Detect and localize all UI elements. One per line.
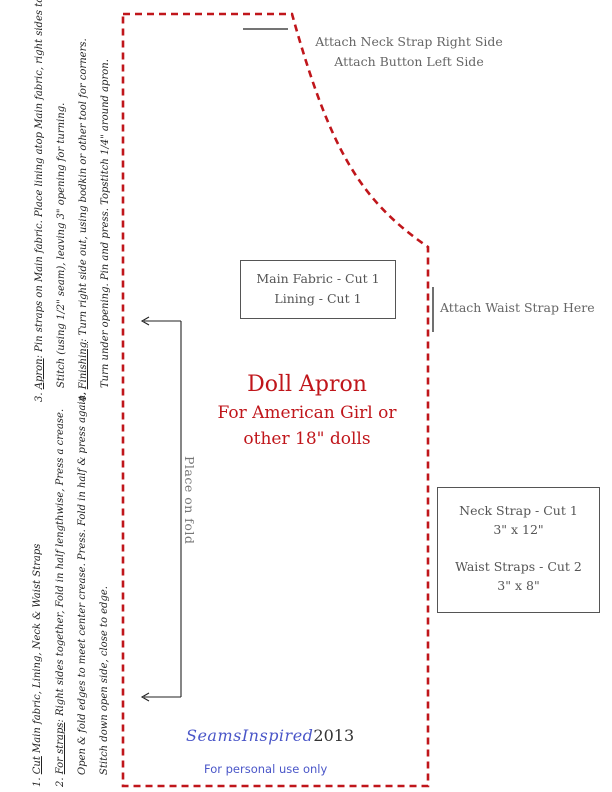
apron-subtitle-2: other 18" dolls [243,429,371,449]
apron-subtitle-1: For American Girl or [217,403,397,423]
step3-line2-text: Stitch (using 1/2" seam), leaving 3" ope… [56,102,67,388]
neck-note-line2: Attach Button Left Side [334,54,484,69]
fabric-line2: Lining - Cut 1 [274,291,362,306]
waist-strap-size: 3" x 8" [497,578,540,593]
fabric-cut-box: Main Fabric - Cut 1 Lining - Cut 1 [240,260,396,319]
waist-strap-note: Attach Waist Strap Here [440,300,595,315]
fabric-line1: Main Fabric - Cut 1 [256,271,380,286]
step4-num: 4. [78,392,89,402]
strap-cut-box: Neck Strap - Cut 1 3" x 12" Waist Straps… [437,487,600,613]
step1-num: 1. [32,777,43,787]
step3-text: : Pin straps on Main fabric. Place linin… [34,0,45,359]
step4-line2-text: Turn under opening. Pin and press. Topst… [100,59,111,388]
step2-line1: 2. For straps: Right sides together, Fol… [55,409,66,787]
step4-text: : Turn right side out, using bodkin or o… [78,38,89,342]
step2-text: : Right sides together, Fold in half len… [55,408,66,723]
waist-strap-label: Waist Straps - Cut 2 [455,559,582,574]
step3-num: 3. [34,392,45,402]
neck-strap-note: Attach Neck Strap Right Side Attach Butt… [300,32,518,72]
cut-line-outline [121,12,430,788]
step3-keyword: Apron [34,358,45,390]
fold-arrow-bottom [140,692,150,702]
step2-num: 2. [55,777,66,787]
brand-name: SeamsInspired [186,726,314,745]
neck-strap-size: 3" x 12" [493,522,544,537]
apron-title: Doll Apron [247,372,367,397]
step2-line3: Stitch down open side, close to edge. [99,586,110,775]
brand-signature: SeamsInspired2013 [186,726,354,745]
fold-arrow-top [140,316,150,326]
brand-year: 2013 [313,726,355,745]
step4-keyword: Finishing [78,341,89,390]
step2-keyword: For straps [55,722,66,775]
personal-use-note: For personal use only [204,762,328,776]
step2-line2-text: Open & fold edges to meet center crease.… [77,391,88,775]
apron-title-block: Doll Apron For American Girl or other 18… [196,370,418,452]
place-on-fold-label: Place on fold [182,456,197,545]
step1-keyword: Cut [32,756,43,775]
step3-line2: Stitch (using 1/2" seam), leaving 3" ope… [56,103,67,388]
step1-line: 1. Cut Main fabric, Lining, Neck & Waist… [32,544,43,787]
step2-line2: Open & fold edges to meet center crease.… [77,392,88,775]
neck-strap-label: Neck Strap - Cut 1 [459,503,578,518]
step3-line1: 3. Apron: Pin straps on Main fabric. Pla… [34,0,45,402]
step4-line2: Turn under opening. Pin and press. Topst… [100,59,111,388]
step1-text: Main fabric, Lining, Neck & Waist Straps [32,543,43,757]
neck-note-line1: Attach Neck Strap Right Side [315,34,503,49]
step2-line3-text: Stitch down open side, close to edge. [99,586,110,775]
step4-line1: 4. Finishing: Turn right side out, using… [78,38,89,402]
